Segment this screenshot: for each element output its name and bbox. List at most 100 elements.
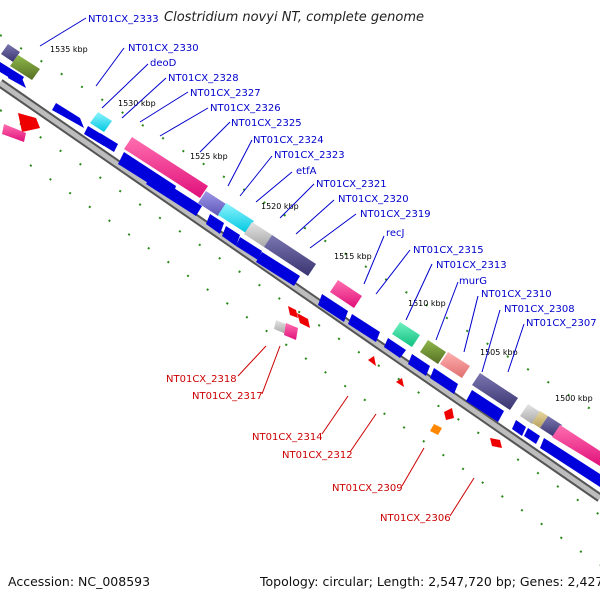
rna-feature <box>288 306 298 318</box>
tick-label: 1510 kbp <box>408 299 446 308</box>
callout-line <box>199 121 231 153</box>
callout-line <box>255 171 293 203</box>
feature-block <box>1 44 20 62</box>
feature-block <box>284 323 298 340</box>
callout-line <box>95 47 125 87</box>
cds-arrow <box>524 428 540 444</box>
cog-track <box>1 44 600 466</box>
callout-line <box>463 295 479 353</box>
inner-dotted-ring <box>29 164 600 566</box>
callout-line <box>261 345 281 395</box>
feature-block <box>198 191 226 216</box>
callout-line <box>349 413 377 453</box>
callout-line <box>309 213 357 249</box>
gene-label[interactable]: NT01CX_2308 <box>504 304 575 315</box>
tick-label: 1535 kbp <box>50 45 88 54</box>
gene-label[interactable]: NT01CX_2310 <box>481 289 552 300</box>
cds-arrow <box>8 70 26 88</box>
callout-line <box>363 235 385 285</box>
forward-gene-labels: NT01CX_2333 NT01CX_2330 deoD NT01CX_2328… <box>88 14 597 329</box>
gene-label[interactable]: murG <box>459 276 487 287</box>
gene-label[interactable]: NT01CX_2326 <box>210 103 281 114</box>
reverse-callouts <box>237 345 475 517</box>
reverse-track <box>274 306 502 448</box>
feature-block <box>440 352 470 378</box>
outer-dotted-ring <box>0 34 600 416</box>
feature-block <box>274 320 288 334</box>
gene-label[interactable]: NT01CX_2312 <box>282 450 353 461</box>
feature-block <box>532 411 548 428</box>
rna-feature <box>18 113 40 132</box>
gene-label[interactable]: NT01CX_2317 <box>192 391 263 402</box>
gene-label[interactable]: etfA <box>296 166 317 177</box>
callout-line <box>401 447 425 487</box>
cds-arrow <box>430 368 458 394</box>
gene-label[interactable]: NT01CX_2319 <box>360 209 431 220</box>
cds-arrow <box>96 133 118 152</box>
callout-line <box>279 183 315 219</box>
tick-label: 1530 kbp <box>118 99 156 108</box>
mid-dotted-ring <box>0 109 600 516</box>
callout-line <box>101 63 149 109</box>
cds-arrow <box>236 237 262 260</box>
callout-line <box>227 139 253 187</box>
cds-arrow <box>348 314 380 342</box>
gene-label[interactable]: NT01CX_2328 <box>168 73 239 84</box>
backbone <box>0 80 600 501</box>
feature-block <box>392 322 420 347</box>
feature-block <box>430 424 442 435</box>
gene-label[interactable]: NT01CX_2323 <box>274 150 345 161</box>
callout-line <box>449 477 475 517</box>
gene-label[interactable]: NT01CX_2315 <box>413 245 484 256</box>
callout-line <box>405 263 433 321</box>
gene-label[interactable]: NT01CX_2325 <box>231 118 302 129</box>
callout-line <box>435 281 459 341</box>
feature-block <box>218 203 254 233</box>
callout-line <box>375 249 411 295</box>
gene-label[interactable]: NT01CX_2318 <box>166 374 237 385</box>
gene-label[interactable]: NT01CX_2309 <box>332 483 403 494</box>
feature-block <box>90 112 112 132</box>
gene-label[interactable]: NT01CX_2321 <box>316 179 387 190</box>
gene-label[interactable]: NT01CX_2333 <box>88 14 159 25</box>
cds-arrow <box>466 390 504 422</box>
feature-block <box>552 425 600 466</box>
gene-label[interactable]: NT01CX_2327 <box>190 88 261 99</box>
rna-feature <box>368 356 376 366</box>
gene-label[interactable]: NT01CX_2330 <box>128 43 199 54</box>
callout-line <box>295 199 335 235</box>
cds-arrow <box>52 103 84 128</box>
gene-label[interactable]: recJ <box>386 228 405 239</box>
gene-label[interactable]: NT01CX_2307 <box>526 318 597 329</box>
gene-label[interactable]: NT01CX_2324 <box>253 135 324 146</box>
gene-label[interactable]: NT01CX_2306 <box>380 513 451 524</box>
feature-block <box>264 235 316 276</box>
forward-callouts <box>39 17 525 373</box>
feature-block <box>472 373 518 410</box>
feature-block <box>330 280 362 308</box>
tick-label: 1500 kbp <box>555 394 593 403</box>
gene-label[interactable]: NT01CX_2313 <box>436 260 507 271</box>
callout-line <box>39 17 87 47</box>
callout-line <box>239 155 273 197</box>
tick-label: 1520 kbp <box>261 202 299 211</box>
callout-line <box>481 309 501 373</box>
reverse-gene-labels: NT01CX_2318 NT01CX_2317 NT01CX_2314 NT01… <box>166 374 451 524</box>
gene-label[interactable]: NT01CX_2320 <box>338 194 409 205</box>
callout-line <box>507 323 525 373</box>
rna-feature <box>396 378 404 387</box>
cds-arrow <box>408 354 430 376</box>
map-title: Clostridium novyi NT, complete genome <box>164 10 425 25</box>
cds-arrow <box>206 214 224 234</box>
cds-arrow <box>318 294 348 322</box>
feature-block <box>420 340 446 364</box>
callout-line <box>237 345 267 377</box>
gene-label[interactable]: NT01CX_2314 <box>252 432 323 443</box>
gene-label[interactable]: deoD <box>150 58 177 69</box>
rna-feature <box>490 438 502 448</box>
cds-arrow <box>222 226 240 246</box>
cds-arrow <box>146 174 202 216</box>
rna-feature <box>297 313 310 328</box>
